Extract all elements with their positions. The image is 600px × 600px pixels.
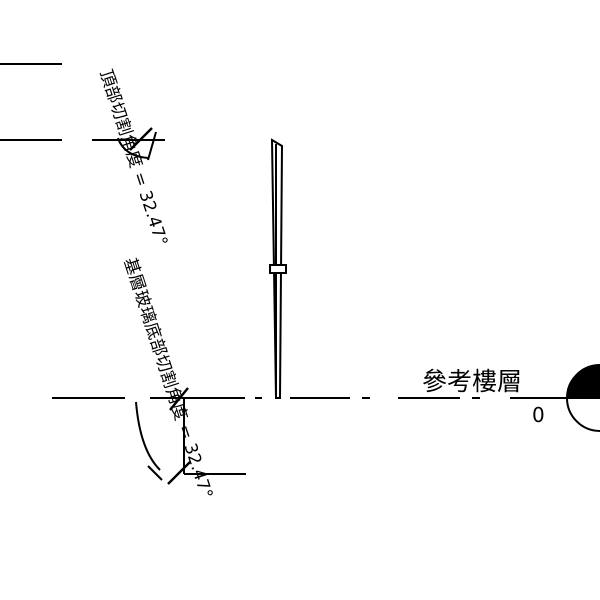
- top-cut-leader: [117, 137, 149, 159]
- level-marker-icon: [566, 364, 600, 432]
- top-dimension-tick: [129, 127, 153, 151]
- bottom-dimension-tick-top: [169, 387, 189, 411]
- top-cut-witness: [147, 131, 157, 161]
- top-cut-angle-label: 頂部切割角度 = 32.47°: [95, 67, 171, 248]
- bottom-cut-angle-label: 基層玻璃底部切割角度 = 32.47°: [119, 255, 216, 501]
- reference-level-value: 0: [532, 403, 545, 427]
- bottom-dimension: [135, 387, 246, 485]
- bottom-cut-witness: [147, 465, 163, 481]
- mullion-joint: [269, 264, 287, 274]
- bottom-cut-leader: [135, 401, 161, 471]
- bottom-dimension-tick-bottom: [167, 461, 191, 485]
- reference-level-name: 參考樓層: [422, 367, 522, 396]
- mullion-profile: [269, 138, 287, 399]
- top-dimension: [0, 127, 165, 161]
